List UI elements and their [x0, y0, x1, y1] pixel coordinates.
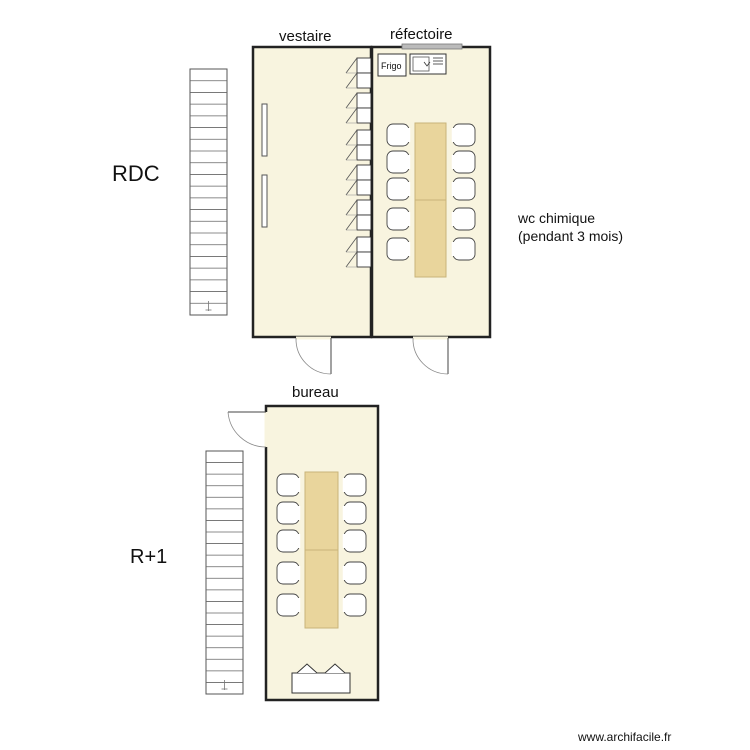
chair	[343, 529, 367, 553]
locker	[356, 107, 372, 124]
locker	[356, 214, 372, 231]
level-label-rdc: RDC	[112, 161, 160, 186]
chair	[276, 473, 300, 497]
locker-door	[345, 107, 358, 124]
chair	[343, 501, 367, 525]
locker-door	[345, 144, 358, 161]
room-label-bureau: bureau	[292, 384, 339, 401]
door-refectoire	[412, 336, 449, 375]
bench	[261, 103, 268, 157]
watermark: www.archifacile.fr	[577, 730, 671, 744]
dining-table	[414, 199, 447, 278]
chair	[452, 237, 476, 261]
level-label-r1: R+1	[130, 546, 167, 568]
locker-column	[345, 57, 372, 268]
locker-door	[345, 57, 358, 74]
chair	[386, 150, 410, 174]
room-bureau	[227, 404, 380, 702]
locker-door	[345, 92, 358, 109]
fridge-label: Frigo	[381, 61, 402, 71]
chair	[343, 593, 367, 617]
chair	[276, 561, 300, 585]
locker-door	[345, 179, 358, 196]
staircase-rdc	[189, 68, 228, 316]
chair	[386, 237, 410, 261]
chair	[276, 501, 300, 525]
meeting-table	[304, 549, 339, 629]
door-bureau	[227, 411, 268, 448]
locker-door	[345, 199, 358, 216]
dining-table	[414, 122, 447, 201]
stair-outline	[205, 450, 244, 695]
locker-door	[345, 214, 358, 231]
locker-door	[345, 251, 358, 268]
door-vestiaire	[295, 336, 332, 375]
chair	[343, 561, 367, 585]
sink	[409, 53, 447, 75]
chair	[452, 150, 476, 174]
wc-note-line2: (pendant 3 mois)	[518, 228, 623, 244]
counter-top	[401, 43, 463, 50]
fridge	[377, 53, 407, 77]
meeting-table	[304, 471, 339, 551]
room-vestiaire-floor	[251, 45, 373, 339]
locker	[356, 164, 372, 181]
locker	[356, 236, 372, 253]
chair	[386, 207, 410, 231]
stair-outline	[189, 68, 228, 316]
locker	[356, 129, 372, 146]
staircase-r1	[205, 450, 244, 695]
chair	[276, 529, 300, 553]
locker-door	[345, 164, 358, 181]
chair	[386, 123, 410, 147]
chairs-bureau	[276, 473, 367, 617]
locker-door	[345, 236, 358, 253]
chair	[386, 177, 410, 201]
room-label-vestiaire: vestaire	[279, 28, 332, 45]
room-label-refectoire: réfectoire	[390, 26, 453, 43]
locker-door	[345, 129, 358, 146]
chair	[452, 123, 476, 147]
bench	[261, 174, 268, 228]
bottom-furniture	[291, 663, 351, 694]
locker	[356, 72, 372, 89]
locker	[356, 179, 372, 196]
locker	[356, 92, 372, 109]
chair	[452, 177, 476, 201]
room-vestiaire	[251, 45, 373, 339]
chair	[276, 593, 300, 617]
locker	[356, 251, 372, 268]
locker	[356, 199, 372, 216]
locker	[356, 57, 372, 74]
chairs-refectoire	[386, 123, 476, 261]
chair	[343, 473, 367, 497]
wc-note-line1: wc chimique	[517, 210, 595, 226]
chair	[452, 207, 476, 231]
locker-door	[345, 72, 358, 89]
room-refectoire: Frigo	[370, 43, 492, 339]
locker	[356, 144, 372, 161]
